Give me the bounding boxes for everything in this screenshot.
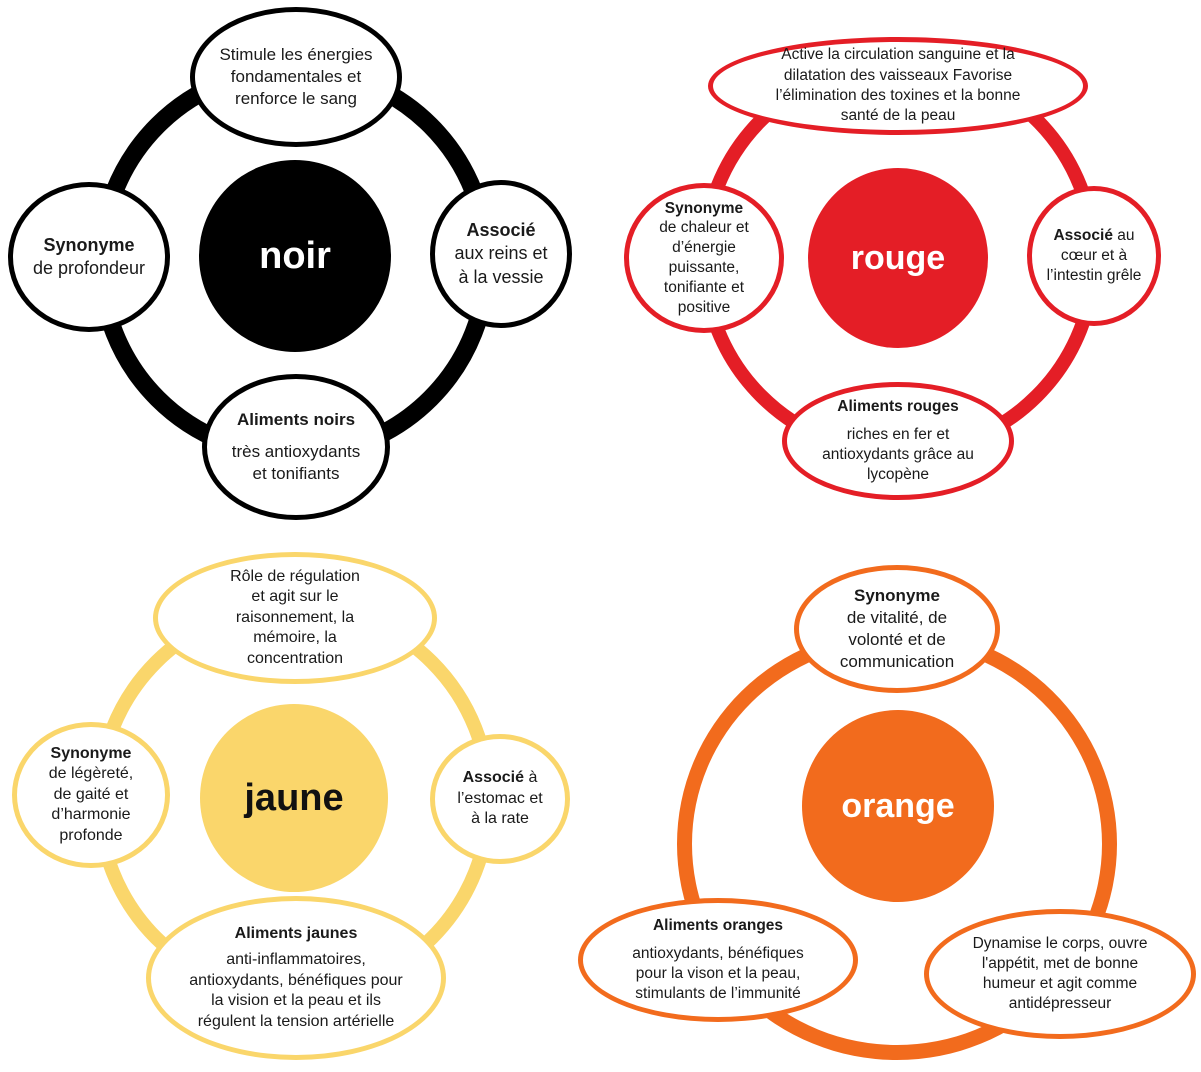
rouge-right-text: au cœur et à l’intestin grêle [1046,227,1142,284]
rouge-right-bubble: Associé au cœur et à l’intestin grêle [1027,186,1161,326]
rouge-bottom-title: Aliments rouges [837,398,959,416]
noir-left-text: de profondeur [32,258,146,278]
rouge-left-title: Synonyme [664,199,744,217]
rouge-bottom-text: riches en fer et antioxydants grâce au l… [822,426,974,483]
rouge-title: rouge [850,238,946,277]
noir-bottom-bubble: Aliments noirs très antioxydants et toni… [202,374,390,520]
noir-right-bubble: Associé aux reins et à la vessie [430,180,572,328]
jaune-bottom-text: anti-inflammatoires, antioxydants, bénéf… [189,951,403,1030]
orange-center-circle: orange [802,710,994,902]
rouge-right-text-wrap: Associé au cœur et à l’intestin grêle [1046,226,1142,285]
jaune-left-text: de légèreté, de gaité et d’harmonie prof… [48,765,134,844]
orange-left-text: antioxydants, bénéfiques pour la vison e… [632,945,804,1002]
jaune-left-bubble: Synonyme de légèreté, de gaité et d’harm… [12,722,170,868]
jaune-right-text-wrap: Associé à l’estomac et à la rate [451,768,549,829]
rouge-center-circle: rouge [808,168,988,348]
orange-top-text: de vitalité, de volonté et de communicat… [839,607,955,672]
orange-right-text: Dynamise le corps, ouvre l'appétit, met … [972,935,1148,1012]
jaune-top-text: Rôle de régulation et agit sur le raison… [230,567,360,667]
jaune-right-text: à l’estomac et à la rate [457,769,543,828]
orange-left-bubble: Aliments oranges antioxydants, bénéfique… [578,898,858,1022]
noir-title: noir [259,234,331,277]
rouge-left-text: de chaleur et d’énergie puissante, tonif… [659,219,749,316]
jaune-center-circle: jaune [200,704,388,892]
orange-title: orange [841,786,955,825]
rouge-right-title: Associé [1053,227,1113,245]
noir-bottom-title: Aliments noirs [236,410,356,430]
rouge-top-bubble: Active la circulation sanguine et la dil… [708,37,1088,135]
orange-top-title: Synonyme [854,585,940,605]
orange-left-title: Aliments oranges [652,917,784,935]
noir-top-text: Stimule les énergies fondamentales et re… [219,45,373,108]
jaune-left-title: Synonyme [50,744,132,762]
noir-center-circle: noir [199,160,391,352]
jaune-title: jaune [244,776,344,819]
noir-bottom-text: très antioxydants et tonifiants [231,442,361,483]
noir-right-title: Associé [466,220,536,241]
noir-top-bubble: Stimule les énergies fondamentales et re… [190,7,402,147]
noir-right-text: aux reins et à la vessie [454,243,548,287]
rouge-bottom-bubble: Aliments rouges riches en fer et antioxy… [782,382,1014,500]
jaune-bottom-bubble: Aliments jaunes anti-inflammatoires, ant… [146,896,446,1060]
rouge-left-bubble: Synonyme de chaleur et d’énergie puissan… [624,183,784,333]
rouge-top-text: Active la circulation sanguine et la dil… [775,46,1021,125]
jaune-top-bubble: Rôle de régulation et agit sur le raison… [153,552,437,684]
jaune-bottom-title: Aliments jaunes [234,924,358,942]
jaune-right-bubble: Associé à l’estomac et à la rate [430,734,570,864]
orange-right-bubble: Dynamise le corps, ouvre l'appétit, met … [924,909,1196,1039]
orange-top-bubble: Synonyme de vitalité, de volonté et de c… [794,565,1000,693]
noir-left-bubble: Synonyme de profondeur [8,182,170,332]
jaune-right-title: Associé [462,769,524,787]
noir-left-title: Synonyme [43,234,135,255]
